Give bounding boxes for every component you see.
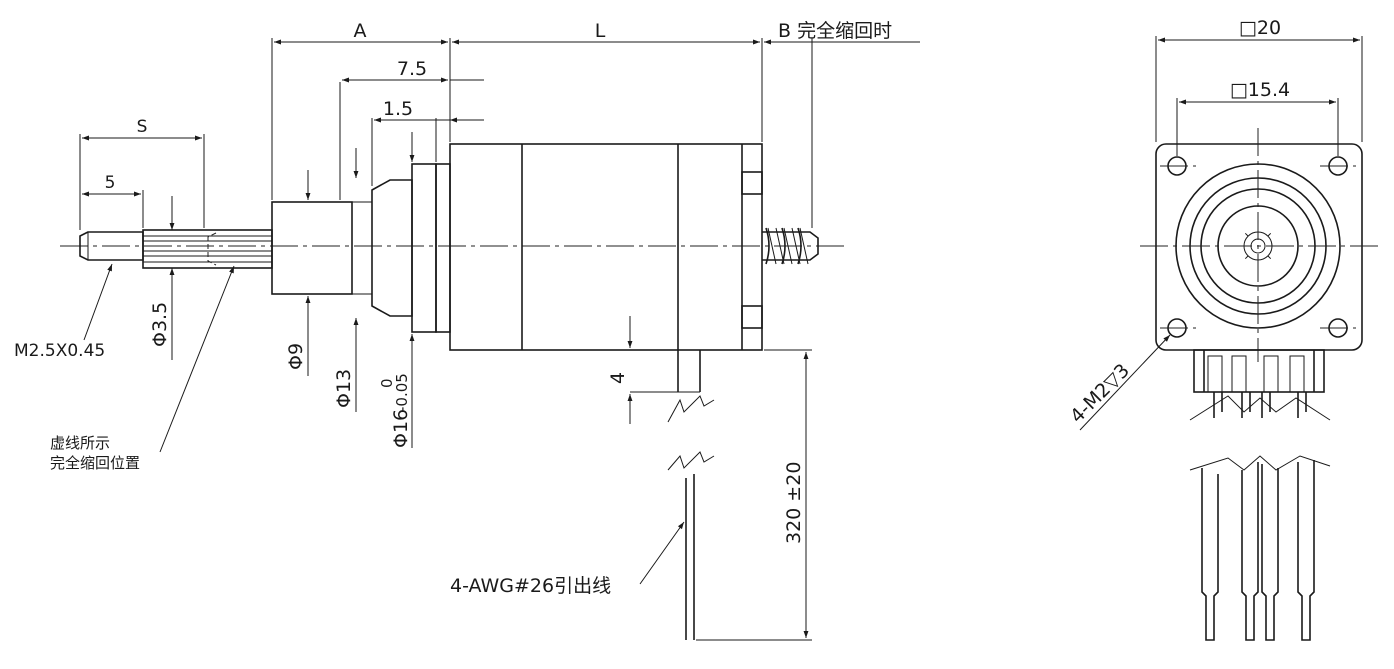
dim-B-label: B 完全缩回时	[778, 20, 892, 42]
dim-S-label: S	[137, 117, 148, 137]
front-flange	[1155, 143, 1363, 351]
square-20-label: □20	[1239, 17, 1281, 39]
collar-dia9	[271, 201, 353, 295]
dim-L-label: L	[595, 20, 606, 42]
dashed-note-line2: 完全缩回位置	[50, 454, 140, 472]
shaft-spline	[142, 229, 273, 269]
dim-4-label: 4	[607, 372, 629, 384]
front-view: □20 □15.4 4-M2▽3	[1066, 17, 1378, 641]
front-plate	[435, 163, 451, 333]
dim-A-label: A	[354, 20, 367, 42]
dia-3-5-label: Φ3.5	[149, 302, 171, 347]
dim-5-label: 5	[105, 173, 116, 193]
thread-note: M2.5X0.45	[14, 341, 105, 361]
dashed-note-line1: 虚线所示	[50, 434, 110, 452]
dim-1-5-label: 1.5	[383, 98, 413, 120]
square-15-4-label: □15.4	[1230, 79, 1290, 101]
pilot-dia16	[411, 163, 437, 333]
front-lead-wires	[1201, 460, 1315, 641]
dia-16-label: Φ16	[390, 409, 412, 448]
motor-body	[449, 143, 763, 351]
side-view: A L B 完全缩回时 7.5 1.5 S 5 Φ3.5 Φ9	[14, 20, 920, 641]
rear-lead-screw	[762, 227, 819, 265]
boss-dia13	[371, 179, 413, 317]
dim-7-5-label: 7.5	[397, 58, 427, 80]
dia-16-tol-upper: 0	[378, 378, 396, 388]
lead-length-label: 320 ±20	[783, 462, 805, 544]
hole-note: 4-M2▽3	[1066, 360, 1134, 428]
lead-wire-break	[667, 350, 715, 640]
dia-9-label: Φ9	[285, 343, 307, 370]
lead-wire-note: 4-AWG#26引出线	[450, 575, 611, 597]
dia-13-label: Φ13	[333, 369, 355, 408]
terminal-block	[1189, 349, 1331, 471]
dia-16-tol-lower: -0.05	[393, 373, 411, 412]
